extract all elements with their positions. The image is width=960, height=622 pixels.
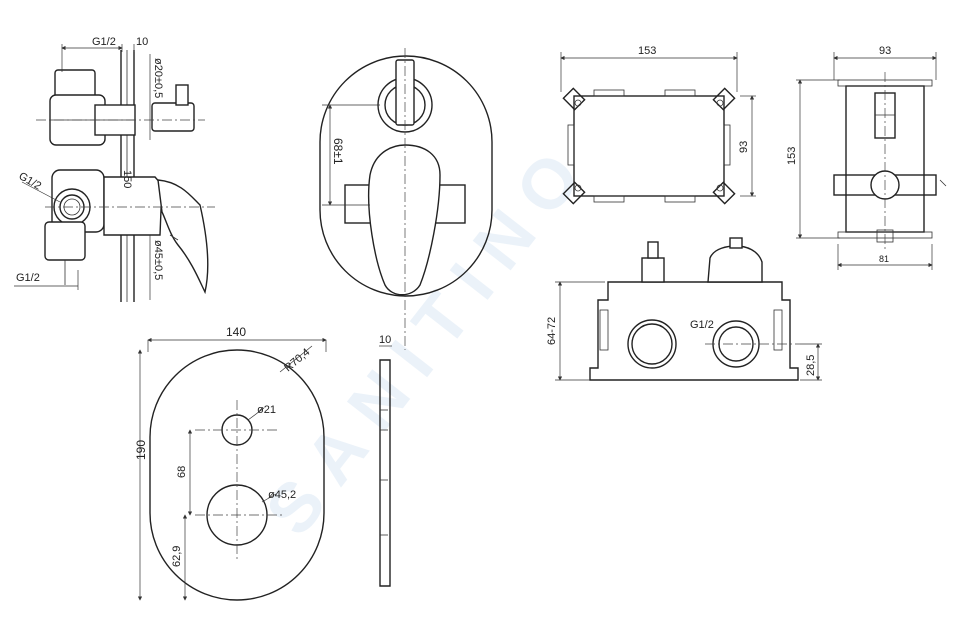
box-side-width-label: 93 — [879, 45, 891, 57]
height-label: 150 — [121, 170, 133, 188]
plate-thickness-label: 10 — [379, 334, 391, 346]
plate-width-label: 140 — [226, 325, 246, 339]
box-side-height-label: 153 — [786, 147, 798, 165]
box-front-view: G1/2 64-72 28,5 — [546, 237, 822, 381]
box-front-thread-label: G1/2 — [690, 319, 714, 331]
dia-bottom-label: ø45±0,5 — [152, 240, 164, 280]
thread-left-label: G1/2 — [17, 170, 44, 192]
plate-radius-label: R70,4 — [282, 346, 312, 374]
box-side-view: 93 153 81 — [786, 45, 947, 270]
thread-top-label: G1/2 — [92, 36, 116, 48]
plate-side-view: 10 — [379, 334, 392, 587]
plate-spacing-label: 68 — [176, 466, 188, 478]
plate-dia-small-label: ø21 — [257, 404, 276, 416]
box-front-offset-label: 28,5 — [805, 355, 817, 376]
depth-label: 10 — [136, 36, 148, 48]
plate-height-label: 190 — [134, 440, 148, 460]
box-top-view: 153 93 — [560, 45, 756, 205]
box-top-height-label: 93 — [738, 141, 750, 153]
plate-dia-large-label: ø45,2 — [268, 489, 296, 501]
plate-offset-label: 62,9 — [171, 546, 183, 567]
dia-top-label: ø20±0,5 — [152, 58, 164, 98]
thread-bottom-label: G1/2 — [16, 272, 40, 284]
front-spacing-label: 68±1 — [331, 138, 345, 165]
side-view: G1/2 10 ø20±0,5 150 ø45±0,5 G1/2 G1/2 — [14, 36, 215, 302]
box-side-inner-label: 81 — [879, 254, 889, 264]
front-view: 68±1 — [319, 48, 493, 350]
box-top-width-label: 153 — [638, 45, 656, 57]
box-front-depth-label: 64-72 — [546, 317, 558, 345]
